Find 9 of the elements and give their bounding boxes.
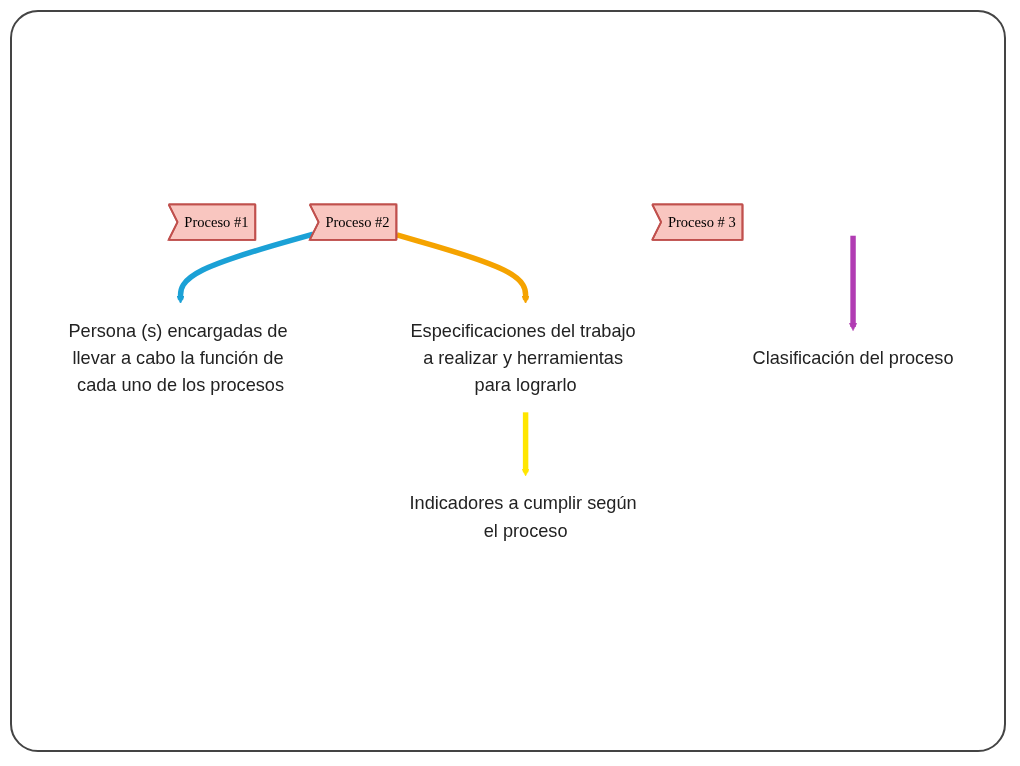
arrow [176, 231, 315, 304]
frame-border: Proceso #1 Proceso #2 Proceso # 3 Persona (s) encargadas de llevar a cabo la función de cada uno de los procesos Clasificación del proceso Especificaciones del trabajo a realizar y herramientas para lograrlo Indicadores a cumplir según el proceso [10, 10, 1006, 752]
arrow [521, 412, 530, 477]
arrow [849, 235, 858, 331]
node-text: Especificaciones del trabajo a realizar y herramientas para lograrlo [410, 320, 636, 396]
node-text: Persona (s) encargadas de llevar a cabo la función de cada uno de los procesos [68, 320, 288, 396]
node-text: Indicadores a cumplir según el proceso [409, 493, 637, 541]
arrow [396, 232, 530, 304]
node-text: Clasificación del proceso [752, 347, 954, 368]
